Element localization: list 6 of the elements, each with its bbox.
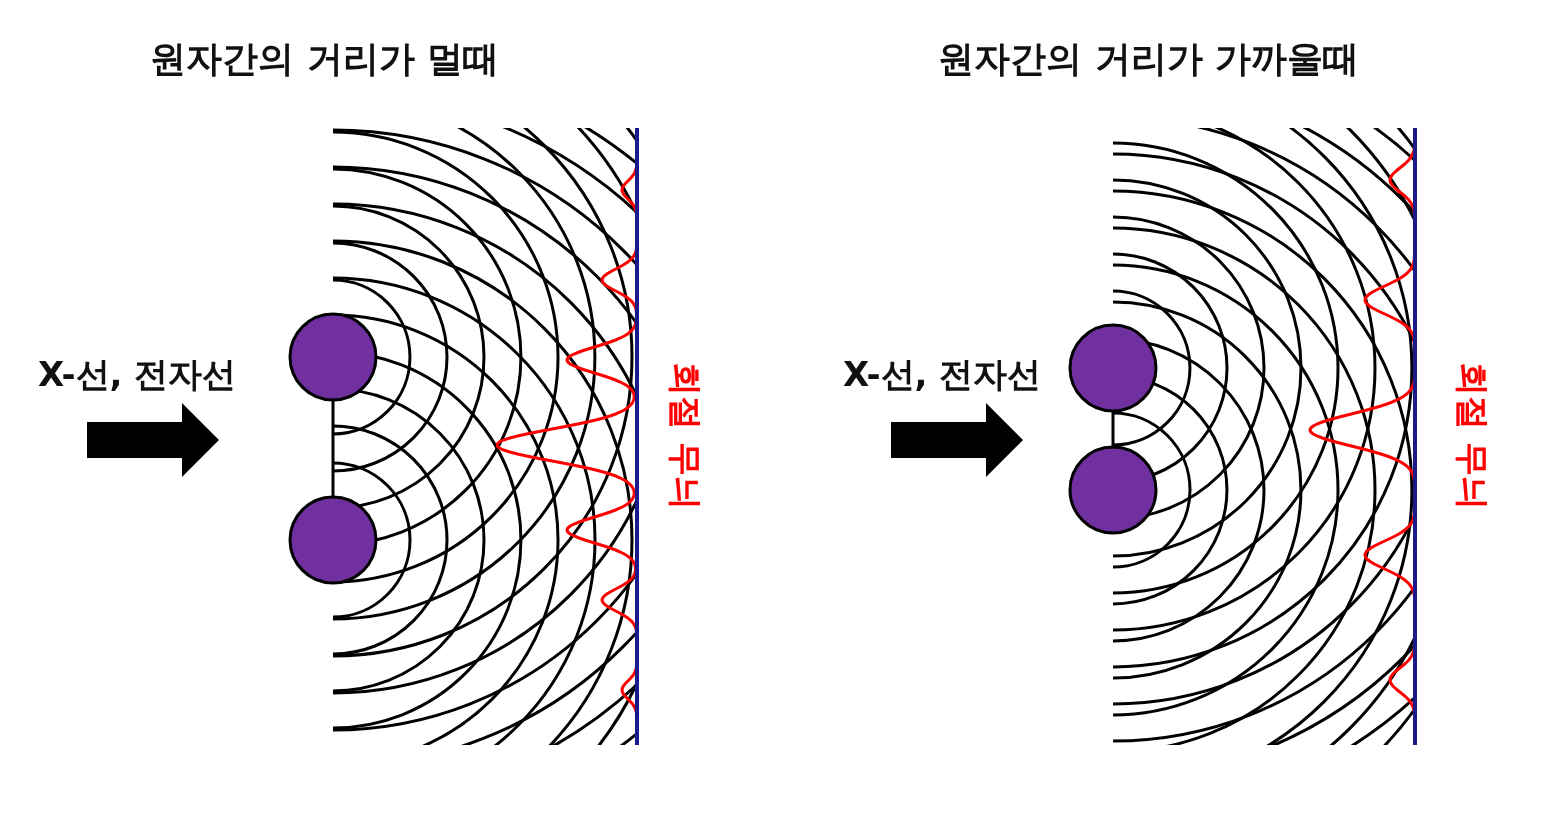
pattern-label: 회절 무늬 bbox=[1452, 362, 1494, 510]
panel-heading: 원자간의 거리가 멀때 bbox=[150, 37, 500, 81]
beam-label: X-선, 전자선 bbox=[843, 353, 1042, 396]
pattern-label: 회절 무늬 bbox=[665, 362, 707, 510]
beam-label: X-선, 전자선 bbox=[38, 353, 237, 396]
panel-heading: 원자간의 거리가 가까울때 bbox=[938, 37, 1360, 81]
